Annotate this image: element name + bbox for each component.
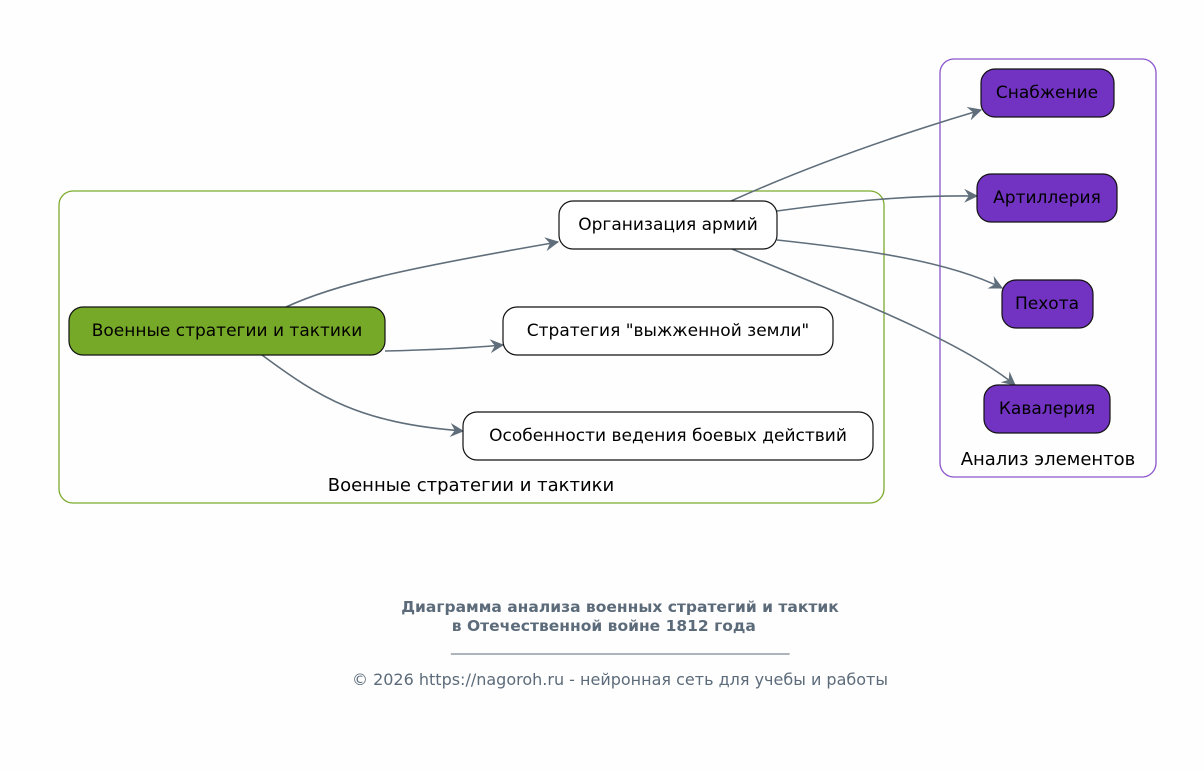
node-root[interactable]: Военные стратегии и тактики	[68, 306, 386, 356]
node-infantry-label: Пехота	[1015, 294, 1079, 314]
node-infantry[interactable]: Пехота	[1001, 279, 1094, 329]
copyright-footer: © 2026 https://nagoroh.ru - нейронная се…	[351, 670, 888, 689]
node-scorched-label: Стратегия "выжженной земли"	[527, 321, 809, 341]
node-organization-box	[558, 200, 778, 250]
node-organization-label: Организация армий	[578, 215, 758, 235]
cluster-strategy-label: Военные стратегии и тактики	[328, 475, 615, 496]
node-features-box	[462, 411, 874, 461]
cluster-analysis-label: Анализ элементов	[961, 449, 1136, 470]
node-supply-label: Снабжение	[996, 83, 1098, 103]
cluster-analysis: Анализ элементов	[939, 58, 1157, 478]
cluster-analysis-border	[939, 58, 1157, 478]
edge-organization-supply	[730, 106, 983, 202]
cluster-strategy-border	[58, 190, 885, 504]
node-cavalry-label: Кавалерия	[999, 399, 1095, 419]
edge-root-features	[261, 354, 465, 437]
edge-organization-artillery	[776, 188, 979, 212]
node-artillery-box	[976, 173, 1118, 223]
node-features-label: Особенности ведения боевых действий	[489, 426, 847, 446]
edge-organization-cavalry	[731, 248, 1016, 386]
cluster-strategy: Военные стратегии и тактики	[58, 190, 885, 504]
edge-root-organization	[285, 237, 560, 308]
node-root-label: Военные стратегии и тактики	[92, 321, 363, 341]
caption-block: Диаграмма анализа военных стратегий и та…	[0, 598, 1204, 689]
node-artillery-label: Артиллерия	[993, 188, 1101, 208]
node-features[interactable]: Особенности ведения боевых действий	[462, 411, 874, 461]
edges	[261, 106, 1016, 437]
edge-organization-infantry	[776, 239, 1004, 289]
node-cavalry[interactable]: Кавалерия	[983, 384, 1111, 434]
node-artillery[interactable]: Артиллерия	[976, 173, 1118, 223]
edge-root-scorched	[384, 339, 505, 354]
node-scorched-box	[502, 306, 834, 356]
node-supply[interactable]: Снабжение	[980, 68, 1115, 118]
diagram-title-line-1: Диаграмма анализа военных стратегий и та…	[401, 598, 839, 616]
node-infantry-box	[1001, 279, 1094, 329]
diagram-title-line-2: в Отечественной войне 1812 года	[451, 617, 789, 635]
node-scorched[interactable]: Стратегия "выжженной земли"	[502, 306, 834, 356]
node-cavalry-box	[983, 384, 1111, 434]
node-supply-box	[980, 68, 1115, 118]
node-organization[interactable]: Организация армий	[558, 200, 778, 250]
title-underline: ________________________________________…	[451, 639, 790, 655]
node-root-box	[68, 306, 386, 356]
